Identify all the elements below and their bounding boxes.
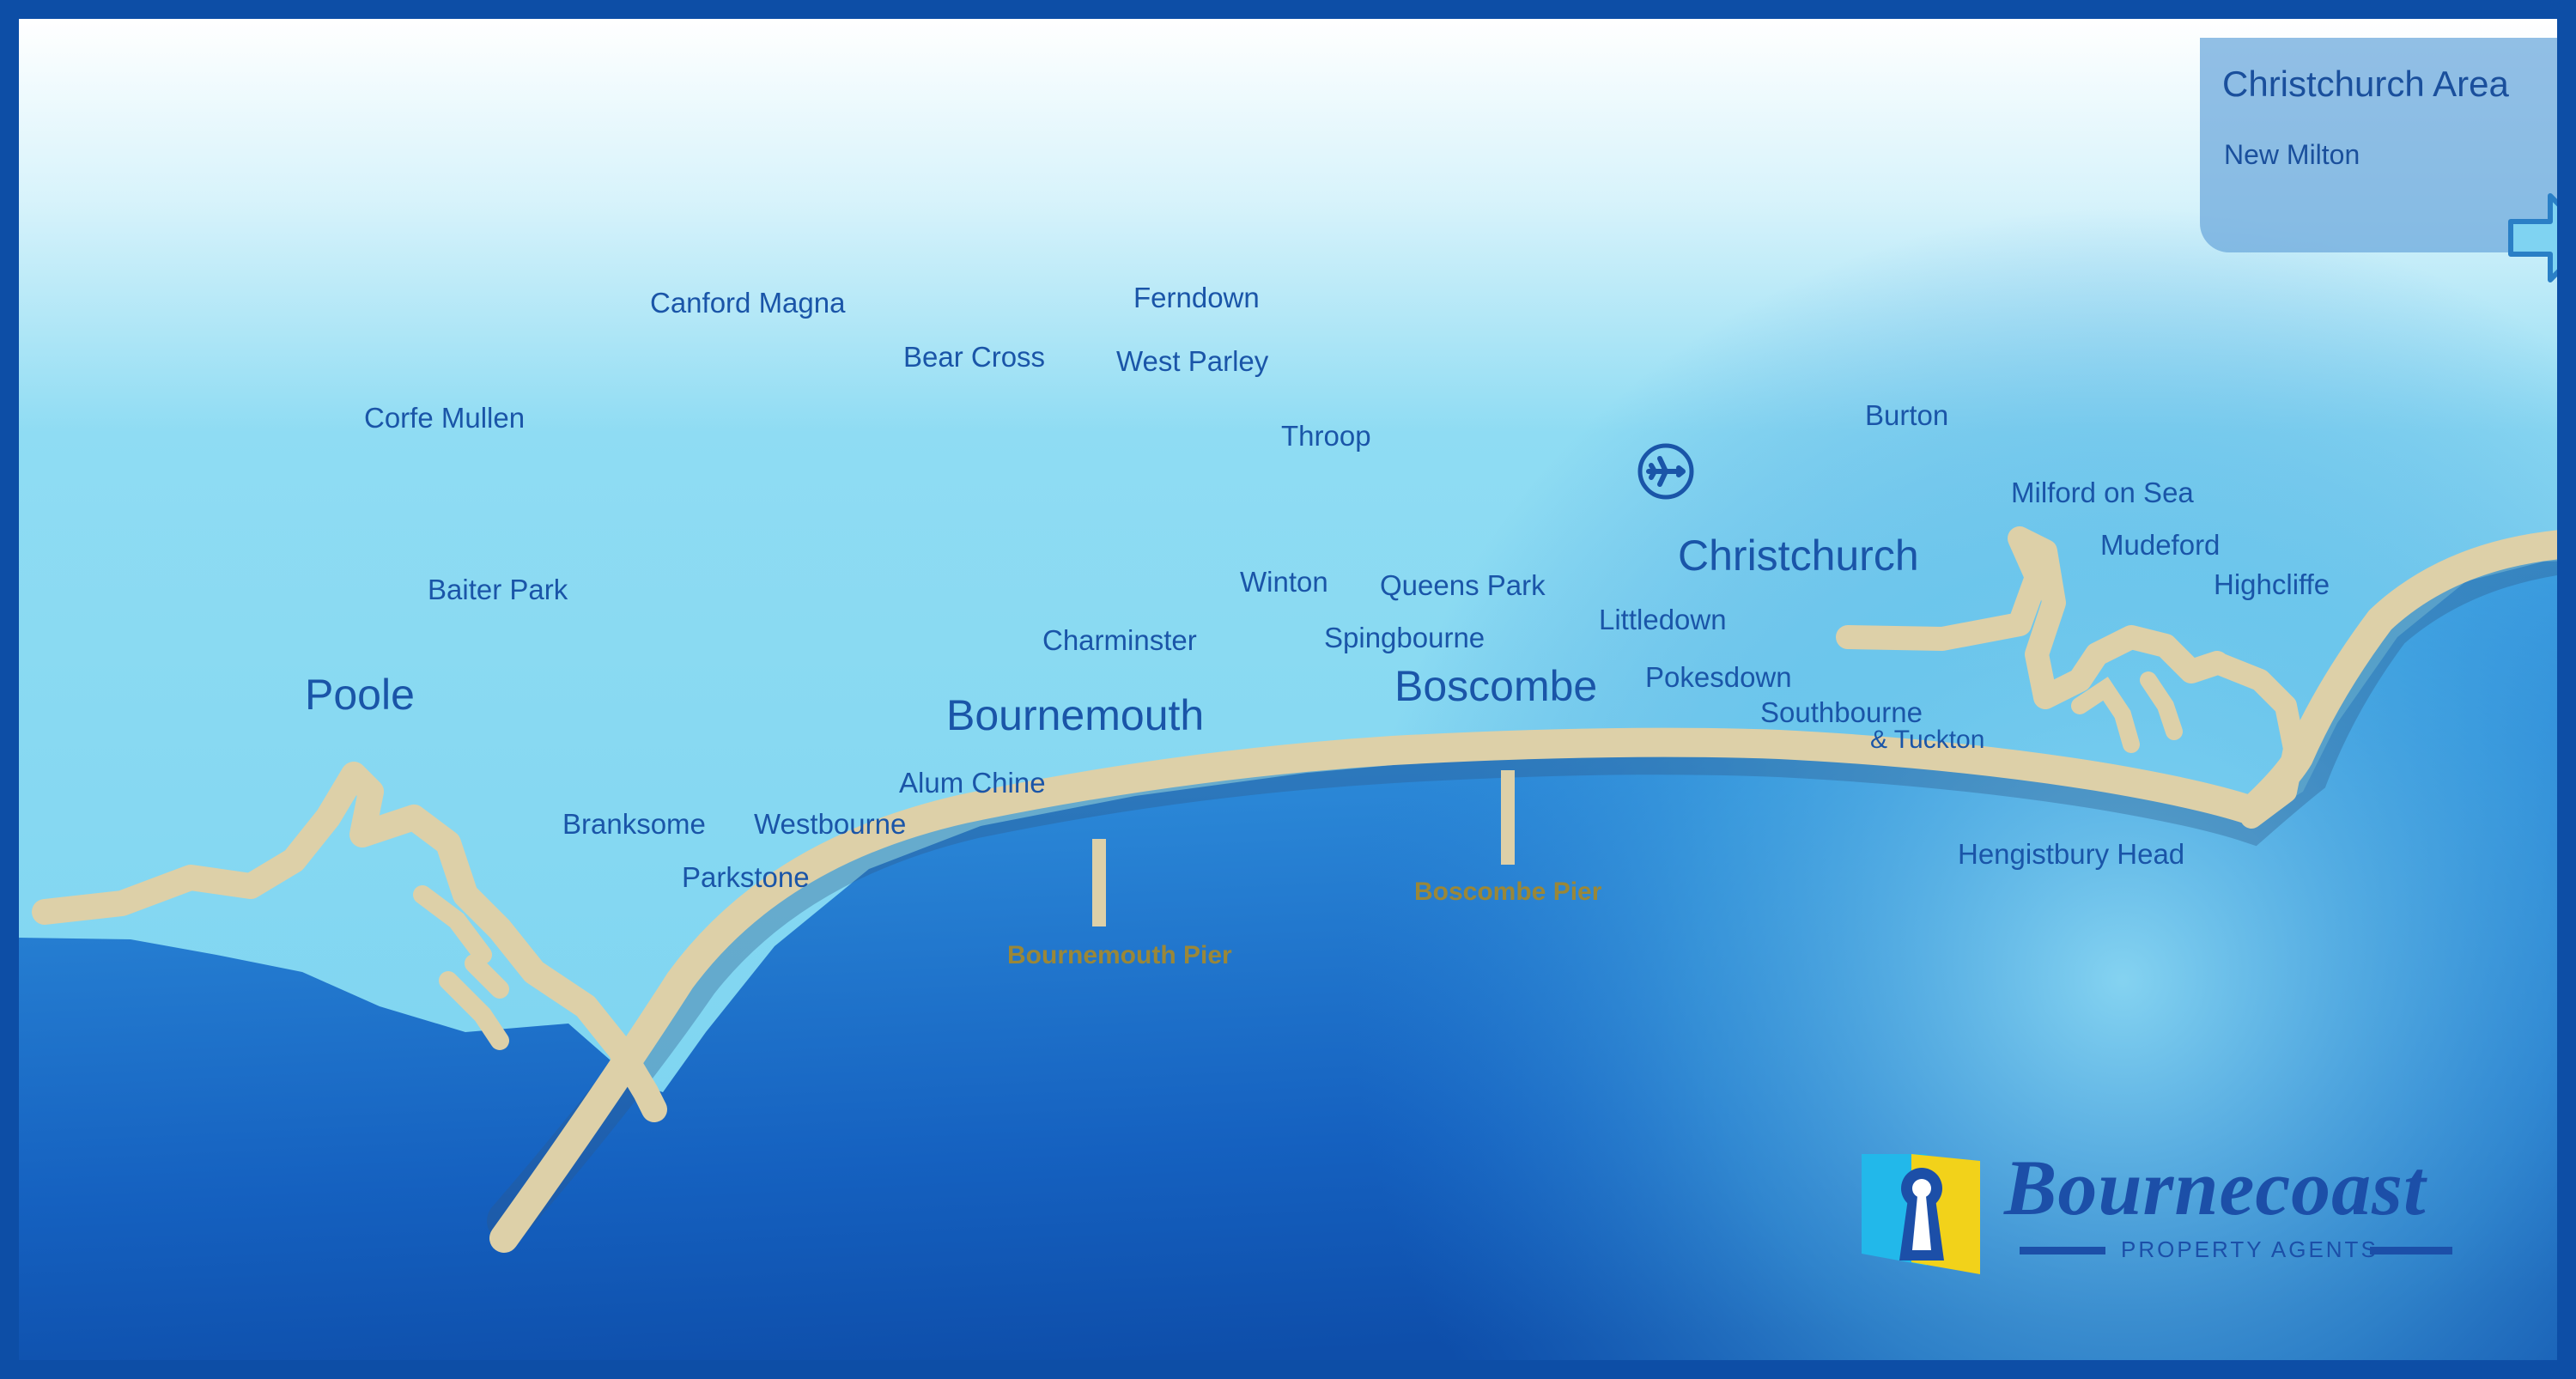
place-throop[interactable]: Throop [1281, 420, 1371, 452]
place-baiter-park[interactable]: Baiter Park [428, 574, 568, 605]
place-corfe-mullen[interactable]: Corfe Mullen [364, 402, 526, 434]
airplane-icon [1637, 443, 1694, 500]
christchurch-harbour-spit [2071, 671, 2183, 753]
place-west-parley[interactable]: West Parley [1116, 345, 1269, 377]
poole-harbour-islands [413, 885, 509, 1050]
pier-label-bournemouth[interactable]: Bournemouth Pier [1007, 941, 1232, 969]
place-ferndown[interactable]: Ferndown [1133, 282, 1260, 313]
place-burton[interactable]: Burton [1865, 399, 1949, 431]
place-highcliffe[interactable]: Highcliffe [2214, 568, 2330, 600]
pier-label-boscombe[interactable]: Boscombe Pier [1414, 878, 1602, 906]
place-christchurch[interactable]: Christchurch [1678, 532, 1919, 580]
keyhole-logo-icon [1862, 1154, 1980, 1274]
place-pokesdown[interactable]: Pokesdown [1645, 661, 1792, 693]
brand-rule-right [2370, 1247, 2452, 1254]
place-tuckton[interactable]: & Tuckton [1870, 726, 1985, 754]
place-westbourne[interactable]: Westbourne [754, 808, 907, 840]
hengistbury-spit [2206, 652, 2306, 829]
place-canford-magna[interactable]: Canford Magna [650, 287, 846, 319]
place-poole[interactable]: Poole [305, 671, 415, 719]
area-link-new-milton[interactable]: New Milton [2224, 139, 2360, 170]
coastline-sand [489, 530, 2557, 1253]
place-queens-park[interactable]: Queens Park [1380, 569, 1546, 601]
area-panel-title: Christchurch Area [2222, 64, 2509, 104]
poole-harbour-shore [32, 762, 667, 1122]
place-winton[interactable]: Winton [1240, 566, 1328, 598]
place-milford-on-sea[interactable]: Milford on Sea [2011, 477, 2194, 508]
coast-map [19, 19, 2557, 1360]
place-spingbourne[interactable]: Spingbourne [1324, 622, 1485, 653]
place-littledown[interactable]: Littledown [1599, 604, 1727, 635]
brand-name: Bournecoast [2004, 1144, 2427, 1231]
area-panel [2200, 38, 2557, 252]
place-parkstone[interactable]: Parkstone [682, 861, 810, 893]
arrow-right-icon[interactable] [2506, 191, 2576, 285]
bournemouth-pier-structure [1092, 839, 1106, 926]
place-mudeford[interactable]: Mudeford [2100, 529, 2221, 561]
christchurch-harbour-shore [1836, 526, 2229, 709]
brand-tagline: PROPERTY AGENTS [2121, 1236, 2379, 1262]
boscombe-pier-structure [1501, 770, 1515, 865]
place-alum-chine[interactable]: Alum Chine [899, 767, 1046, 799]
brand-rule-left [2020, 1247, 2105, 1254]
place-bournemouth[interactable]: Bournemouth [946, 691, 1205, 739]
place-boscombe[interactable]: Boscombe [1394, 662, 1598, 710]
place-branksome[interactable]: Branksome [562, 808, 706, 840]
place-bear-cross[interactable]: Bear Cross [903, 341, 1046, 373]
place-charminster[interactable]: Charminster [1042, 624, 1197, 656]
place-southbourne[interactable]: Southbourne [1760, 696, 1923, 728]
place-hengistbury-head[interactable]: Hengistbury Head [1958, 838, 2185, 870]
